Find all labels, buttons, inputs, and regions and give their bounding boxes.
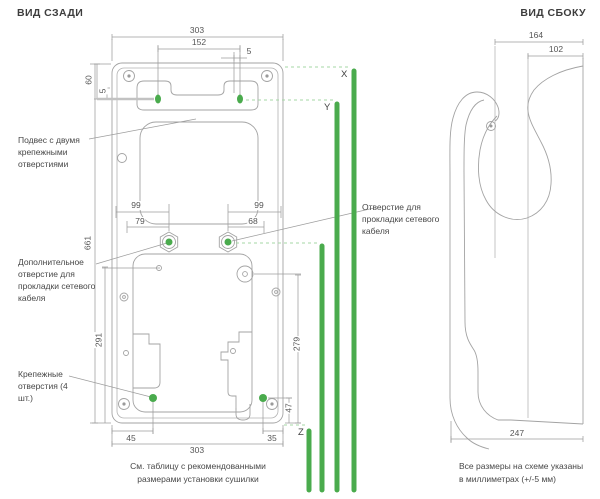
cable-hole-left <box>165 238 173 246</box>
dim-nut-left-b: 79 <box>134 216 146 226</box>
lower-recess <box>132 253 253 413</box>
leader-lines <box>68 118 375 398</box>
side-hook-tip <box>476 91 500 122</box>
dim-top-to-holes: 60 <box>83 74 94 86</box>
leader-extra-hole <box>95 242 168 265</box>
hanger-recess <box>136 80 259 111</box>
rear-caption-line2: размерами установки сушилки <box>137 474 259 484</box>
corner-screws <box>118 70 278 410</box>
dim-nut-right-b: 68 <box>247 216 259 226</box>
hex-nut-left <box>159 231 179 253</box>
cable-channel <box>235 404 251 421</box>
upper-recess <box>139 121 259 225</box>
label-extra-hole: Дополнительное отверстие для прокладки с… <box>18 257 96 303</box>
hanger-hole-right <box>237 94 243 104</box>
hanger-hole-left <box>155 94 161 104</box>
rear-caption-line1: См. таблицу с рекомендованными <box>130 461 266 471</box>
label-mounting: Крепежные отверстия (4 шт.) <box>18 369 68 403</box>
small-holes <box>117 153 281 356</box>
rear-view-title: ВИД СЗАДИ <box>17 7 84 19</box>
side-dimension-lines <box>450 39 584 443</box>
side-view-drawing <box>449 46 584 450</box>
leader-hanger <box>88 118 197 140</box>
cable-hole-right <box>224 238 232 246</box>
dim-depth-body: 102 <box>547 44 565 54</box>
green-holes <box>149 94 267 402</box>
label-cable-hole: Отверстие для прокладки сетевого кабеля <box>362 202 440 236</box>
bracket-cutout-left <box>133 333 161 389</box>
dim-bottom-right: 35 <box>266 433 278 443</box>
side-view-caption: Все размеры на схеме указаны в миллиметр… <box>459 460 600 486</box>
leader-mounting <box>68 375 152 398</box>
dim-nut-right-a: 99 <box>253 200 265 210</box>
dim-bottom-left: 45 <box>125 433 137 443</box>
dim-depth-bottom: 247 <box>508 428 526 438</box>
dim-offset-left: 5 <box>97 87 108 95</box>
dim-lower-height-right: 279 <box>291 335 302 353</box>
hex-nut-right <box>218 231 238 253</box>
side-arm-outer <box>449 91 490 450</box>
side-caption-line1: Все размеры на схеме указаны <box>459 461 584 471</box>
marker-z: Z <box>298 427 304 438</box>
side-caption-line2: в миллиметрах (+/-5 мм) <box>459 474 556 484</box>
label-hanger: Подвес с двумя крепежными отверстиями <box>18 135 80 169</box>
dim-offset-top: 5 <box>245 46 253 56</box>
green-dashed-lines <box>236 66 350 426</box>
marker-y: Y <box>324 102 331 113</box>
mounting-hole-bottom-right <box>259 394 267 402</box>
green-bars <box>306 68 357 493</box>
dim-depth-top: 164 <box>527 30 545 40</box>
side-view-title: ВИД СБОКУ <box>520 7 586 19</box>
rear-dimension-lines <box>90 34 301 447</box>
side-top-silhouette <box>478 65 584 220</box>
sensor-detail <box>486 121 496 131</box>
dim-width-bottom: 303 <box>188 445 206 455</box>
dim-lower-height-left: 291 <box>93 331 104 349</box>
dim-nut-left-a: 99 <box>130 200 142 210</box>
leader-cable-hole <box>231 207 375 242</box>
side-arm-inner <box>463 99 511 421</box>
mounting-hole-bottom-left <box>149 394 157 402</box>
rear-view-caption: См. таблицу с рекомендованными размерами… <box>120 460 276 486</box>
backplate-inner-outline <box>116 67 279 419</box>
dim-width-top: 303 <box>188 25 206 35</box>
rear-view-drawing <box>111 62 284 424</box>
dim-bottom-offset: 47 <box>283 402 294 414</box>
bracket-cutout-right <box>220 331 252 410</box>
marker-x: X <box>341 69 348 80</box>
backplate-outline <box>111 62 284 424</box>
dim-hole-spacing: 152 <box>190 37 208 47</box>
side-base-line <box>510 419 584 425</box>
dim-height: 661 <box>82 234 93 252</box>
